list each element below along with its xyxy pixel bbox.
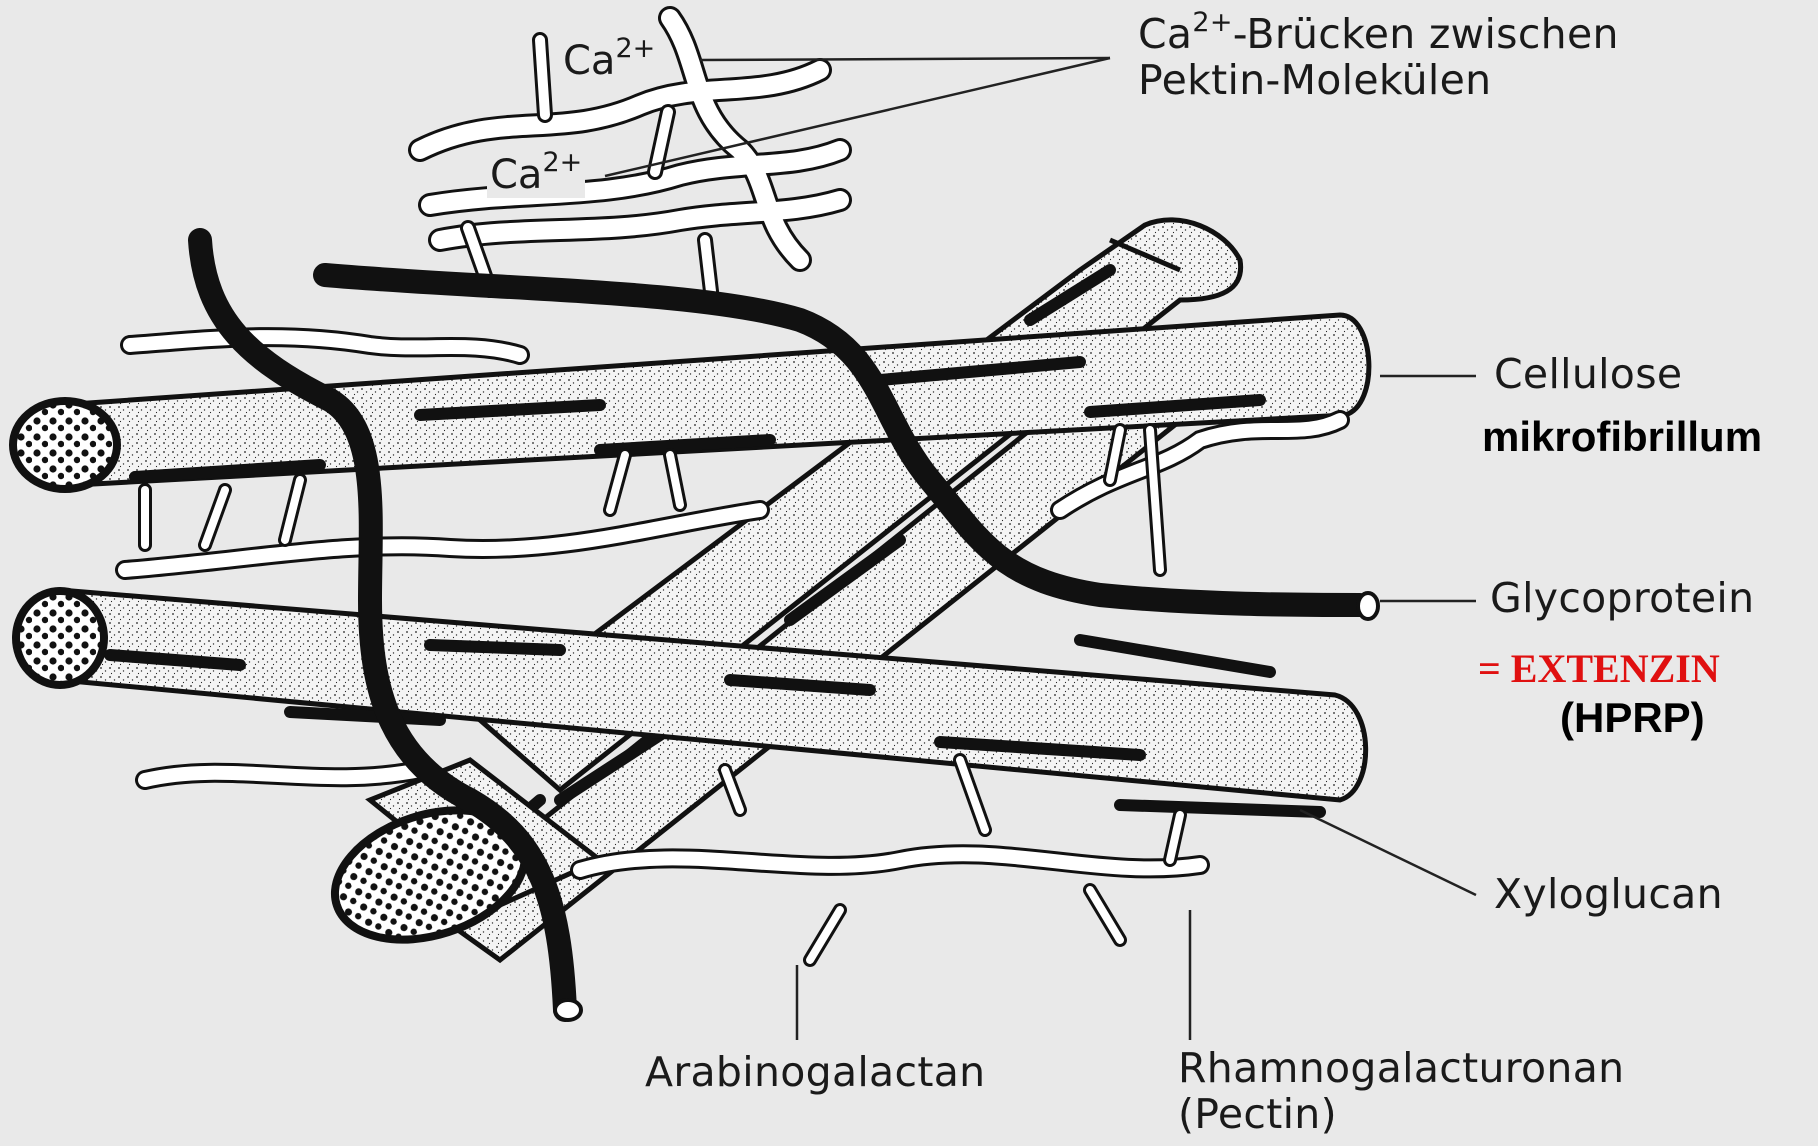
rhamnogalacturonan-text: Rhamnogalacturonan [1178,1046,1624,1092]
cellulose-label: Cellulose [1494,352,1682,398]
glycoprotein-label: Glycoprotein [1490,576,1754,622]
ca-ion-label-bottom: Ca2+ [487,152,585,198]
xyloglucan-label: Xyloglucan [1494,872,1723,918]
rhamnogalacturonan-label: Rhamnogalacturonan (Pectin) [1178,1046,1624,1138]
extenzin-label: = EXTENZIN [1478,645,1720,692]
hprp-label: (HPRP) [1560,694,1705,742]
ca-bridge-label: Ca2+-Brücken zwischen Pektin-Molekülen [1138,12,1619,104]
pectin-text: (Pectin) [1178,1092,1624,1138]
arabinogalactan-label: Arabinogalactan [645,1050,985,1096]
ca-ion-label-top: Ca2+ [560,38,658,84]
ca-bridge-label-line2: Pektin-Molekülen [1138,58,1619,104]
mikrofibrillum-label: mikrofibrillum [1482,413,1762,461]
